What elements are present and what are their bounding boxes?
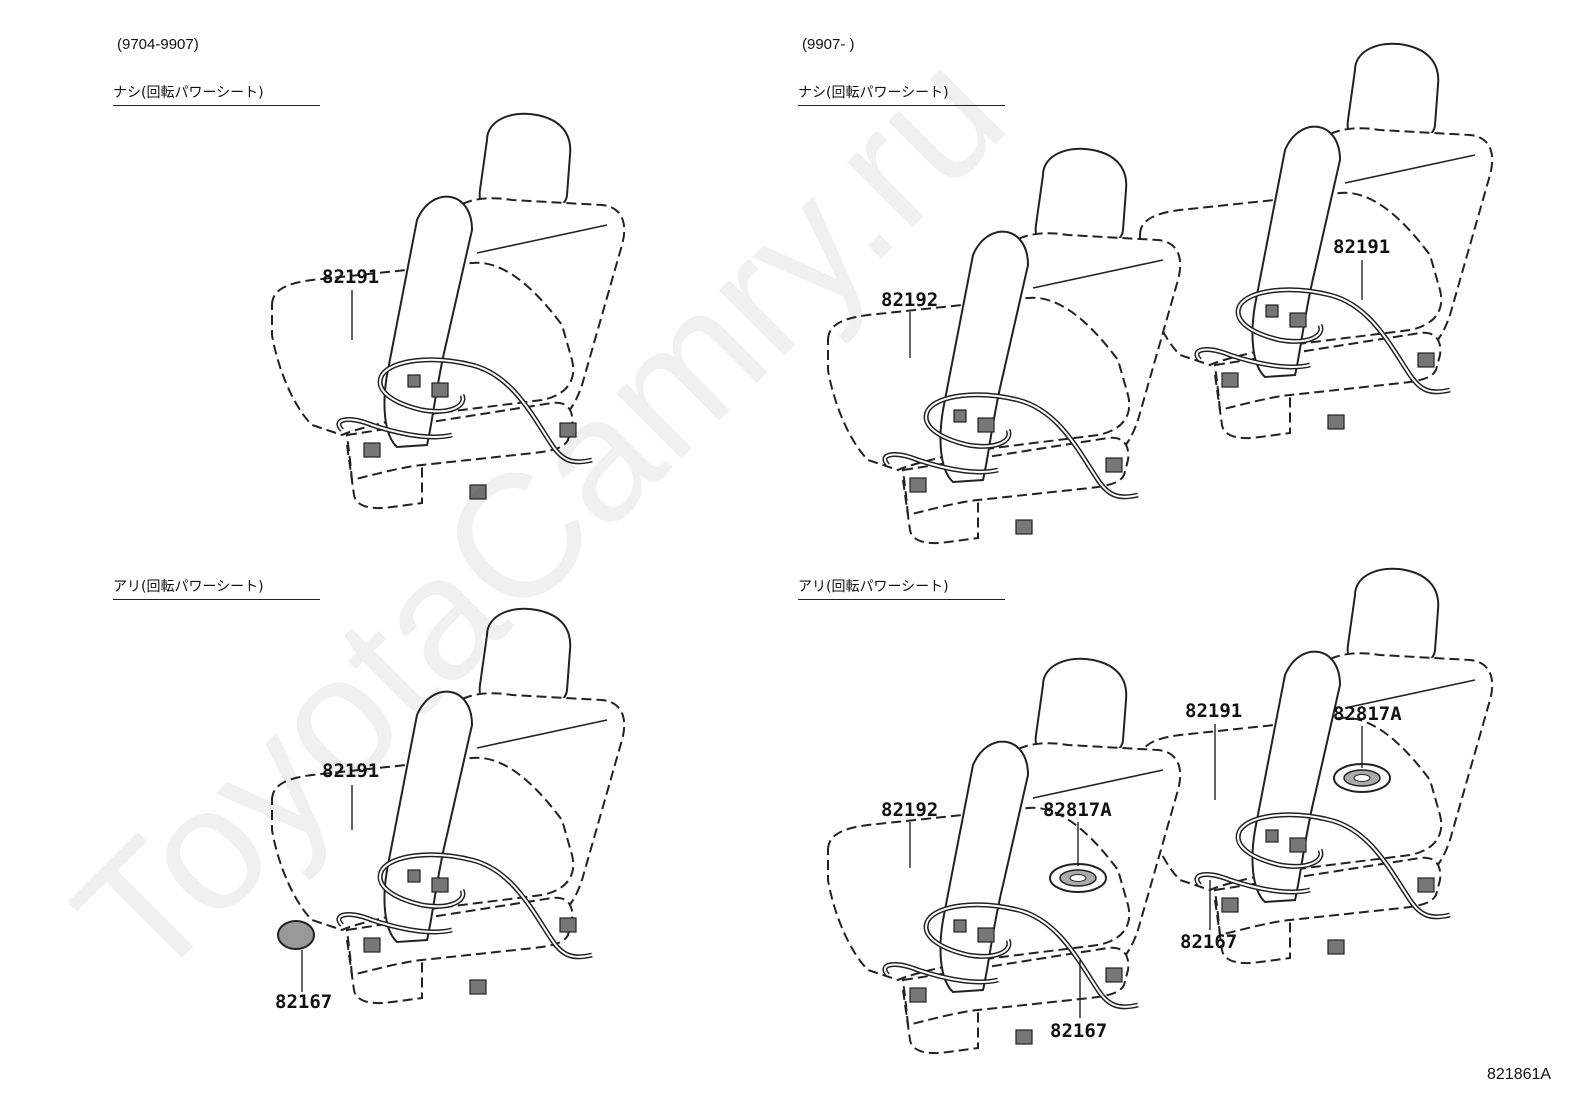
part-label-br-82817a-right: 82817A (1333, 703, 1402, 725)
part-label-br-82191: 82191 (1185, 700, 1243, 722)
seat-top-right-front (827, 147, 1182, 545)
section-bottom-left: アリ(回転パワーシート) (113, 576, 320, 600)
period-right: (9907- ) (802, 36, 855, 53)
seat-bottom-right-front (827, 657, 1182, 1055)
seat-bottom-left (271, 607, 626, 1005)
part-label-br-82817a-left: 82817A (1043, 799, 1112, 821)
section-top-left: ナシ(回転パワーシート) (113, 82, 320, 106)
section-top-right: ナシ(回転パワーシート) (798, 82, 1005, 106)
seat-bottom-right-rear (1139, 567, 1494, 965)
part-label-br-82167-right: 82167 (1180, 931, 1238, 953)
turntable-br-left (1049, 863, 1107, 893)
part-label-tr-82192: 82192 (881, 289, 939, 311)
part-label-br-82192: 82192 (881, 799, 939, 821)
seat-top-right-rear (1139, 42, 1494, 440)
seat-top-left (271, 112, 626, 510)
part-label-tl-82191: 82191 (322, 266, 380, 288)
part-label-bl-82191: 82191 (322, 760, 380, 782)
part-label-bl-82167: 82167 (275, 991, 333, 1013)
period-left: (9704-9907) (117, 36, 199, 53)
connector-82167-bl (277, 920, 315, 950)
part-label-br-82167-bottom: 82167 (1050, 1020, 1108, 1042)
section-bottom-right: アリ(回転パワーシート) (798, 576, 1005, 600)
part-label-tr-82191: 82191 (1333, 236, 1391, 258)
illustration-id: 821861A (1487, 1066, 1552, 1083)
turntable-br-right (1333, 763, 1391, 793)
